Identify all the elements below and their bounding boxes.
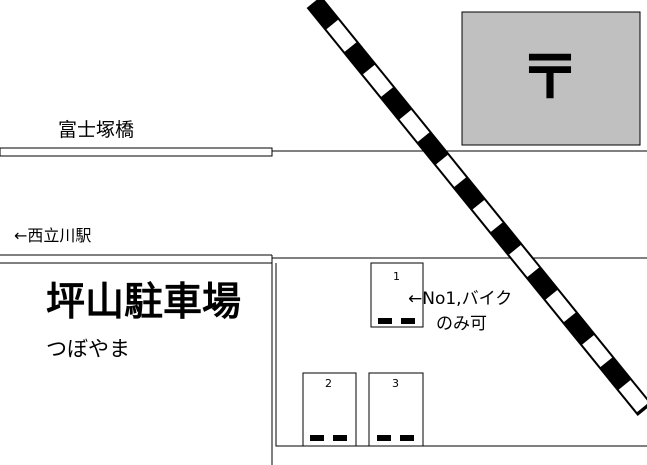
- parking-space: [370, 262, 424, 328]
- lower-road: [0, 254, 647, 465]
- parking-lot-outline: [275, 263, 647, 447]
- space-number-3: 3: [392, 377, 399, 390]
- space-number-2: 2: [325, 377, 332, 390]
- bike-note-line1: ←No1,バイク: [408, 289, 513, 309]
- parking-space: [302, 372, 357, 447]
- post-office-symbol: 〒: [520, 43, 580, 113]
- post-office-building: [461, 11, 641, 146]
- bike-note-line2: のみ可: [436, 314, 487, 334]
- parking-reading: つぼやま: [46, 337, 130, 361]
- railway-track: [306, 0, 647, 416]
- parking-space: [368, 372, 424, 447]
- bridge-road: [0, 147, 647, 157]
- bridge-label: 富士塚橋: [58, 119, 135, 141]
- bridge-rail: [0, 147, 273, 157]
- space-number-1: 1: [393, 270, 400, 283]
- parking-name: 坪山駐車場: [46, 280, 242, 325]
- station-direction-label: ←西立川駅: [14, 226, 92, 245]
